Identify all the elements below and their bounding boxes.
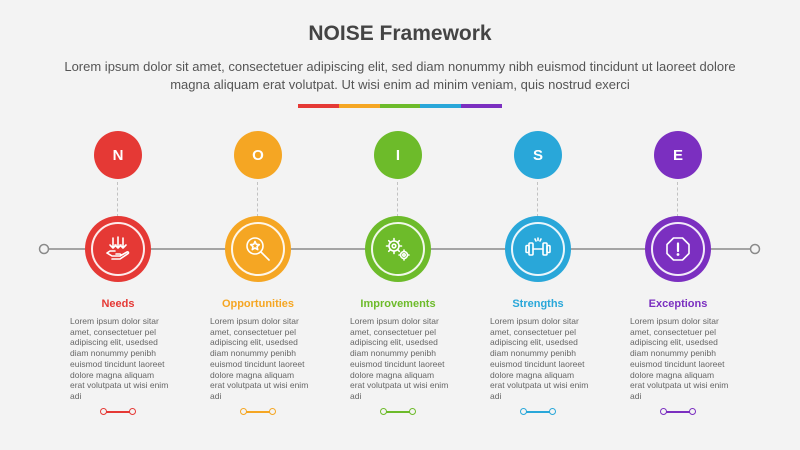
page-subtitle: Lorem ipsum dolor sit amet, consectetuer…	[64, 59, 736, 92]
mini-connector	[520, 408, 556, 416]
rainbow-segment-orange	[338, 104, 380, 108]
page-title: NOISE Framework	[308, 22, 492, 45]
letter-circle: O	[234, 131, 282, 179]
mini-connector	[660, 408, 696, 416]
letter-circle: I	[374, 131, 422, 179]
icon-circle	[225, 216, 291, 282]
hand-down-arrows-icon	[106, 236, 130, 260]
step-strengths: S Strengths Lorem ipsum dolor sitar amet…	[468, 0, 608, 450]
letter-circle: N	[94, 131, 142, 179]
rainbow-segment-green	[379, 104, 421, 108]
step-exceptions: E Exceptions Lorem ipsum dolor sitar ame…	[608, 0, 748, 450]
magnifier-star-icon	[246, 237, 270, 261]
step-description: Lorem ipsum dolor sitar amet, consectetu…	[70, 316, 169, 401]
letter-circle: S	[514, 131, 562, 179]
step-description: Lorem ipsum dolor sitar amet, consectetu…	[350, 316, 449, 401]
step-title: Opportunities	[221, 298, 295, 310]
rainbow-divider	[298, 104, 502, 108]
rainbow-segment-purple	[461, 104, 502, 108]
dumbbell-icon	[525, 237, 551, 256]
icon-circle	[85, 216, 151, 282]
step-improvements: I Improvements Lorem ipsum dolor sitar a…	[328, 0, 468, 450]
timeline-end-node	[749, 243, 761, 255]
rainbow-segment-red	[298, 104, 339, 108]
icon-circle	[505, 216, 571, 282]
connector-dashed	[677, 182, 678, 217]
connector-dashed	[257, 182, 258, 217]
letter-circle: E	[654, 131, 702, 179]
octagon-exclamation-icon	[666, 237, 690, 261]
step-description: Lorem ipsum dolor sitar amet, consectetu…	[490, 316, 589, 401]
step-description: Lorem ipsum dolor sitar amet, consectetu…	[210, 316, 309, 401]
connector-dashed	[397, 182, 398, 217]
mini-connector	[100, 408, 136, 416]
step-opportunities: O Opportunities Lorem ipsum dolor sitar …	[188, 0, 328, 450]
step-title: Exceptions	[648, 298, 708, 310]
icon-circle	[645, 216, 711, 282]
step-title: Needs	[101, 298, 135, 310]
step-description: Lorem ipsum dolor sitar amet, consectetu…	[630, 316, 729, 401]
icon-circle	[365, 216, 431, 282]
mini-connector	[380, 408, 416, 416]
connector-dashed	[537, 182, 538, 217]
step-title: Improvements	[360, 298, 436, 310]
gears-icon	[385, 237, 410, 261]
step-needs: N Needs Lorem ipsum dolor sitar amet, co…	[48, 0, 188, 450]
connector-dashed	[117, 182, 118, 217]
rainbow-segment-blue	[420, 104, 462, 108]
step-title: Strengths	[512, 298, 564, 310]
mini-connector	[240, 408, 276, 416]
